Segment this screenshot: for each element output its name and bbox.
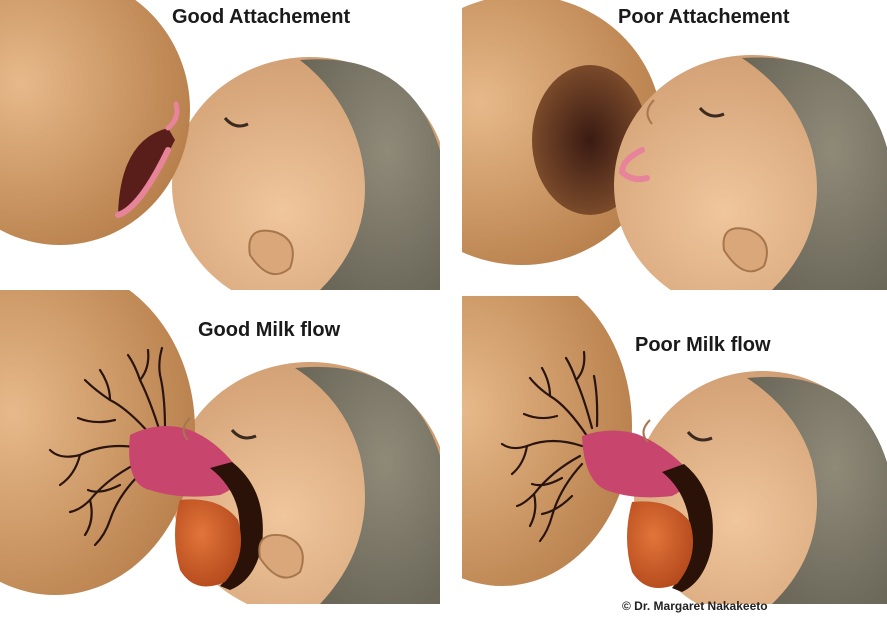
baby-head — [172, 57, 440, 290]
good-milk-flow-title: Good Milk flow — [198, 319, 340, 342]
good-attachment-title: Good Attachement — [172, 6, 350, 29]
copyright-credit: © Dr. Margaret Nakakeeto — [622, 599, 768, 613]
poor-milk-flow-title: Poor Milk flow — [635, 334, 771, 357]
poor-attachment-title: Poor Attachement — [618, 6, 790, 29]
panel-poor-attachment — [462, 0, 887, 290]
panel-good-attachment — [0, 0, 440, 290]
breast — [0, 0, 190, 245]
